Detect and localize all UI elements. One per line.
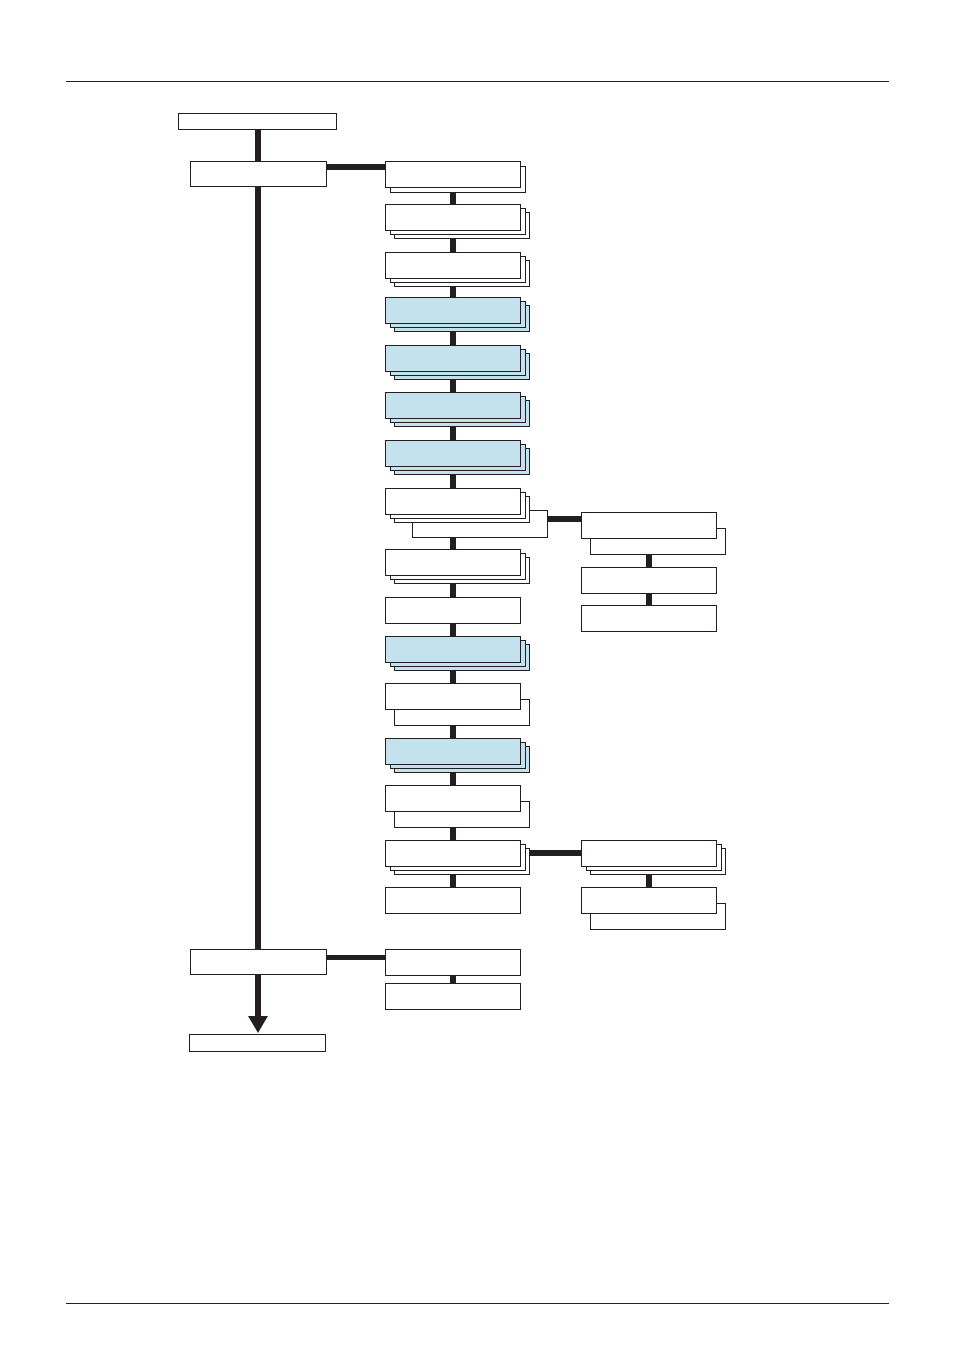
main-start-box bbox=[178, 113, 337, 130]
branch-2-step-box bbox=[385, 949, 521, 976]
sub-branch-a-step-connector bbox=[646, 594, 652, 605]
branch-2-connector bbox=[327, 955, 385, 960]
branch-1-step-connector bbox=[450, 765, 456, 785]
branch-1-step-box bbox=[385, 345, 521, 372]
main-trunk-line bbox=[255, 187, 261, 949]
sub-branch-a-connector bbox=[548, 516, 581, 522]
branch-1-step-box bbox=[385, 840, 521, 867]
branch-2-step-connector bbox=[450, 976, 456, 983]
branch-1-step-connector bbox=[450, 663, 456, 683]
branch-1-step-box bbox=[385, 785, 521, 812]
branch-1-step-connector bbox=[450, 231, 456, 252]
branch-1-step-connector bbox=[450, 867, 456, 887]
sub-branch-b-connector bbox=[530, 850, 581, 856]
branch-1-step-connector bbox=[450, 279, 456, 297]
branch-1-step-connector bbox=[450, 324, 456, 345]
sub-branch-a-box bbox=[581, 567, 717, 594]
branch-1-step-box bbox=[385, 297, 521, 324]
branch-1-step-connector bbox=[450, 576, 456, 597]
branch-1-step-box bbox=[385, 204, 521, 231]
branch-1-step-box bbox=[385, 549, 521, 576]
branch-1-step-box bbox=[385, 887, 521, 914]
main-trunk-line-lower bbox=[255, 975, 261, 1019]
sub-branch-b-box bbox=[581, 840, 717, 867]
branch-1-connector bbox=[327, 164, 385, 170]
footer-rule bbox=[66, 1303, 889, 1304]
sub-branch-b-step-connector bbox=[646, 867, 652, 887]
main-connector-top bbox=[255, 130, 261, 161]
branch-1-step-box bbox=[385, 488, 521, 515]
main-step-1-box bbox=[190, 161, 327, 187]
sub-branch-a-box bbox=[581, 512, 717, 539]
main-step-2-box bbox=[190, 949, 327, 975]
main-end-box bbox=[189, 1034, 326, 1052]
branch-1-step-connector bbox=[450, 372, 456, 392]
branch-1-step-box bbox=[385, 738, 521, 765]
branch-1-step-box bbox=[385, 440, 521, 467]
branch-1-step-connector bbox=[450, 419, 456, 440]
sub-branch-b-box bbox=[581, 887, 717, 914]
branch-1-step-connector bbox=[450, 624, 456, 636]
branch-1-step-box bbox=[385, 636, 521, 663]
arrow-down-icon bbox=[248, 1016, 268, 1033]
branch-1-step-box bbox=[385, 683, 521, 710]
branch-1-step-connector bbox=[450, 188, 456, 204]
branch-1-step-box bbox=[385, 392, 521, 419]
branch-1-step-box bbox=[385, 161, 521, 188]
header-rule bbox=[66, 81, 889, 82]
branch-1-step-box bbox=[385, 597, 521, 624]
branch-1-step-connector bbox=[450, 467, 456, 488]
sub-branch-a-box bbox=[581, 605, 717, 632]
branch-2-step-box bbox=[385, 983, 521, 1010]
branch-1-step-box bbox=[385, 252, 521, 279]
